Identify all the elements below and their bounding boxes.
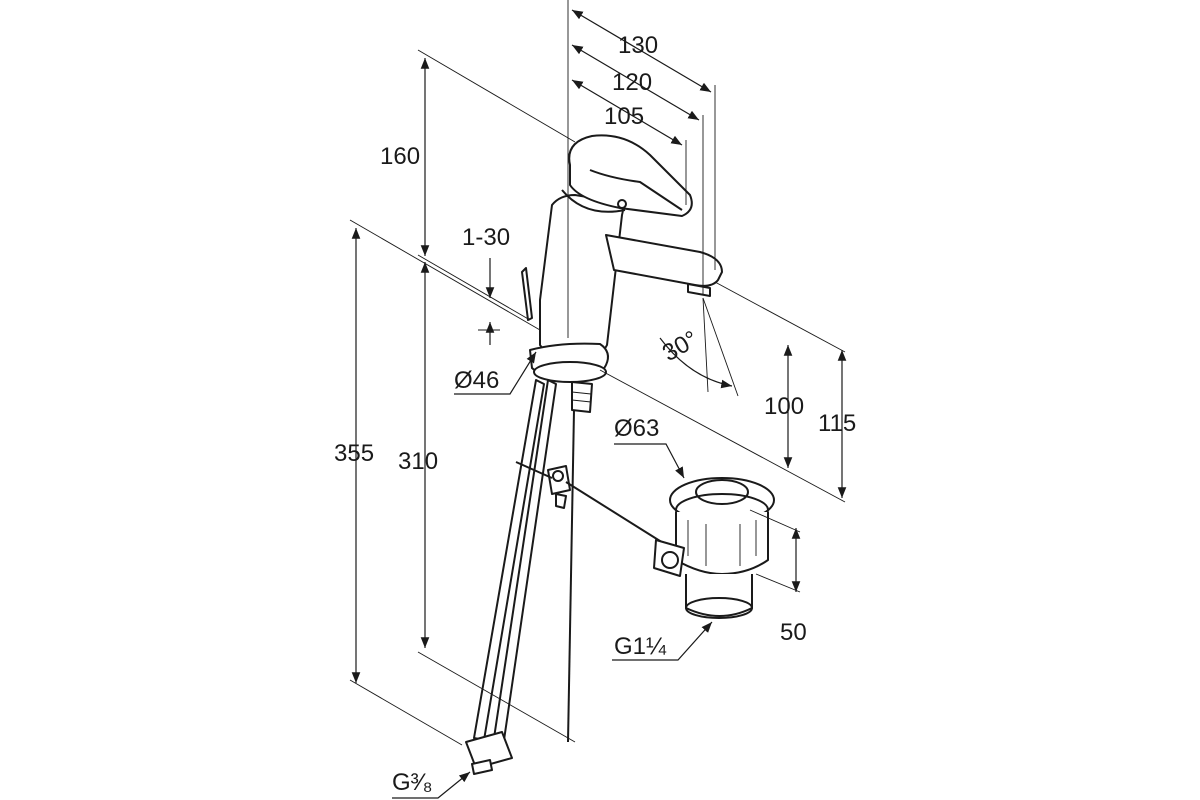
popup-waste xyxy=(653,477,775,619)
dim-63-diameter-label: Ø63 xyxy=(614,415,659,442)
dim-105-label: 105 xyxy=(604,103,644,130)
dim-1-30-label: 1-30 xyxy=(462,224,510,251)
thread-g3-8-label: G³⁄₈ xyxy=(392,769,433,796)
dim-310-label: 310 xyxy=(398,448,438,475)
dim-115-label: 115 xyxy=(818,410,856,437)
dim-46-diameter-label: Ø46 xyxy=(454,367,499,394)
dim-30-degree-label: 30° xyxy=(658,326,703,368)
dim-120-label: 120 xyxy=(612,69,652,96)
dim-100-label: 100 xyxy=(764,393,804,420)
dim-50-label: 50 xyxy=(780,619,807,646)
thread-g1-1-4-label: G1¼ xyxy=(614,633,667,660)
dim-355-label: 355 xyxy=(334,440,374,467)
dim-130-label: 130 xyxy=(618,32,658,59)
dim-160-label: 160 xyxy=(380,143,420,170)
dimension-lines xyxy=(349,0,847,799)
faucet-body xyxy=(465,134,723,775)
